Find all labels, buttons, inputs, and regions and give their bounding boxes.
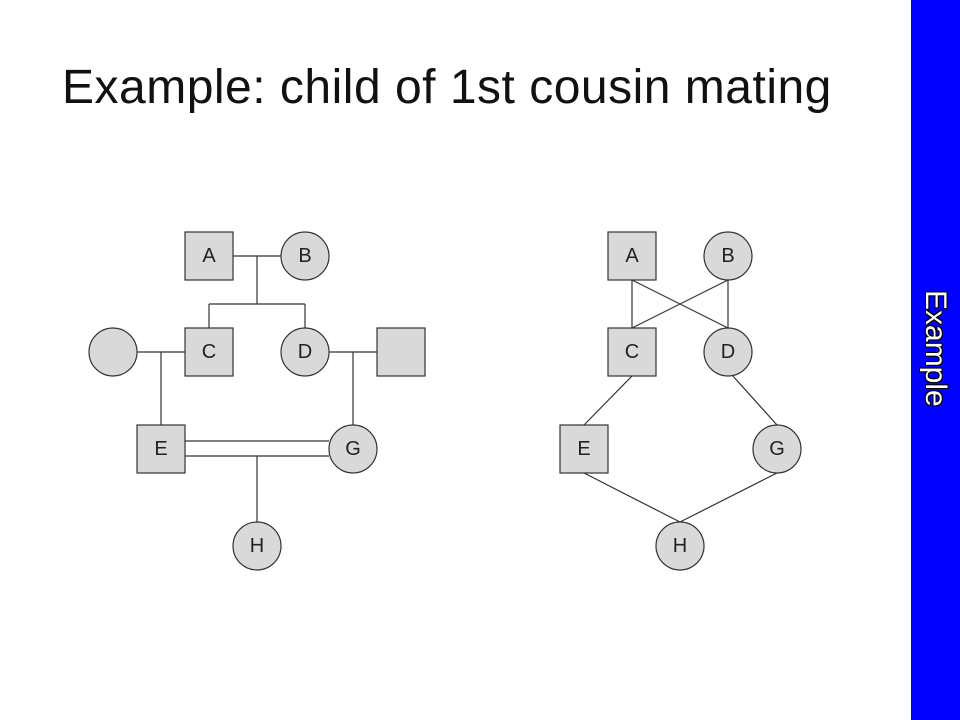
pedigree-node-g [328,424,378,474]
pedigree-label-c: C [202,341,216,363]
pedigree-label-e: E [154,438,167,460]
graph-label-h: H [673,535,687,557]
graph-node-c [607,327,657,377]
graph-label-g: G [769,438,785,460]
graph-node-d [703,327,753,377]
graph-label-a: A [625,245,639,267]
sidebar-label: Example [919,290,952,407]
pedigree-node-b [280,231,330,281]
graph-edge-d-g [731,374,778,426]
graph-label-c: C [625,341,639,363]
page-title: Example: child of 1st cousin mating [62,61,832,114]
graph-node-e [559,424,609,474]
graph-node-g [752,424,802,474]
pedigree-node-unnamed-female [88,327,138,377]
pedigree-node-e [136,424,186,474]
pedigree-node-c [184,327,234,377]
graph-edge-e-h [583,472,681,523]
pedigree-label-b: B [298,245,311,267]
pedigree-node-a [184,231,234,281]
path-graph-diagram: A B C D E G H [559,231,802,571]
pedigree-label-a: A [202,245,216,267]
pedigree-node-d [280,327,330,377]
sidebar-panel [911,0,960,720]
pedigree-label-h: H [250,535,264,557]
graph-node-a [607,231,657,281]
graph-node-h [655,521,705,571]
graph-label-b: B [721,245,734,267]
graph-edge-b-c [631,279,729,329]
graph-label-d: D [721,341,735,363]
diagrams-canvas: A B C D E G H A B C D E [88,231,802,571]
pedigree-node-h [232,521,282,571]
pedigree-label-d: D [298,341,312,363]
pedigree-label-g: G [345,438,361,460]
graph-edge-c-e [583,375,633,426]
graph-node-b [703,231,753,281]
pedigree-node-unnamed-male [376,327,426,377]
pedigree-diagram: A B C D E G H [88,231,426,571]
graph-edge-g-h [679,472,778,523]
graph-label-e: E [577,438,590,460]
